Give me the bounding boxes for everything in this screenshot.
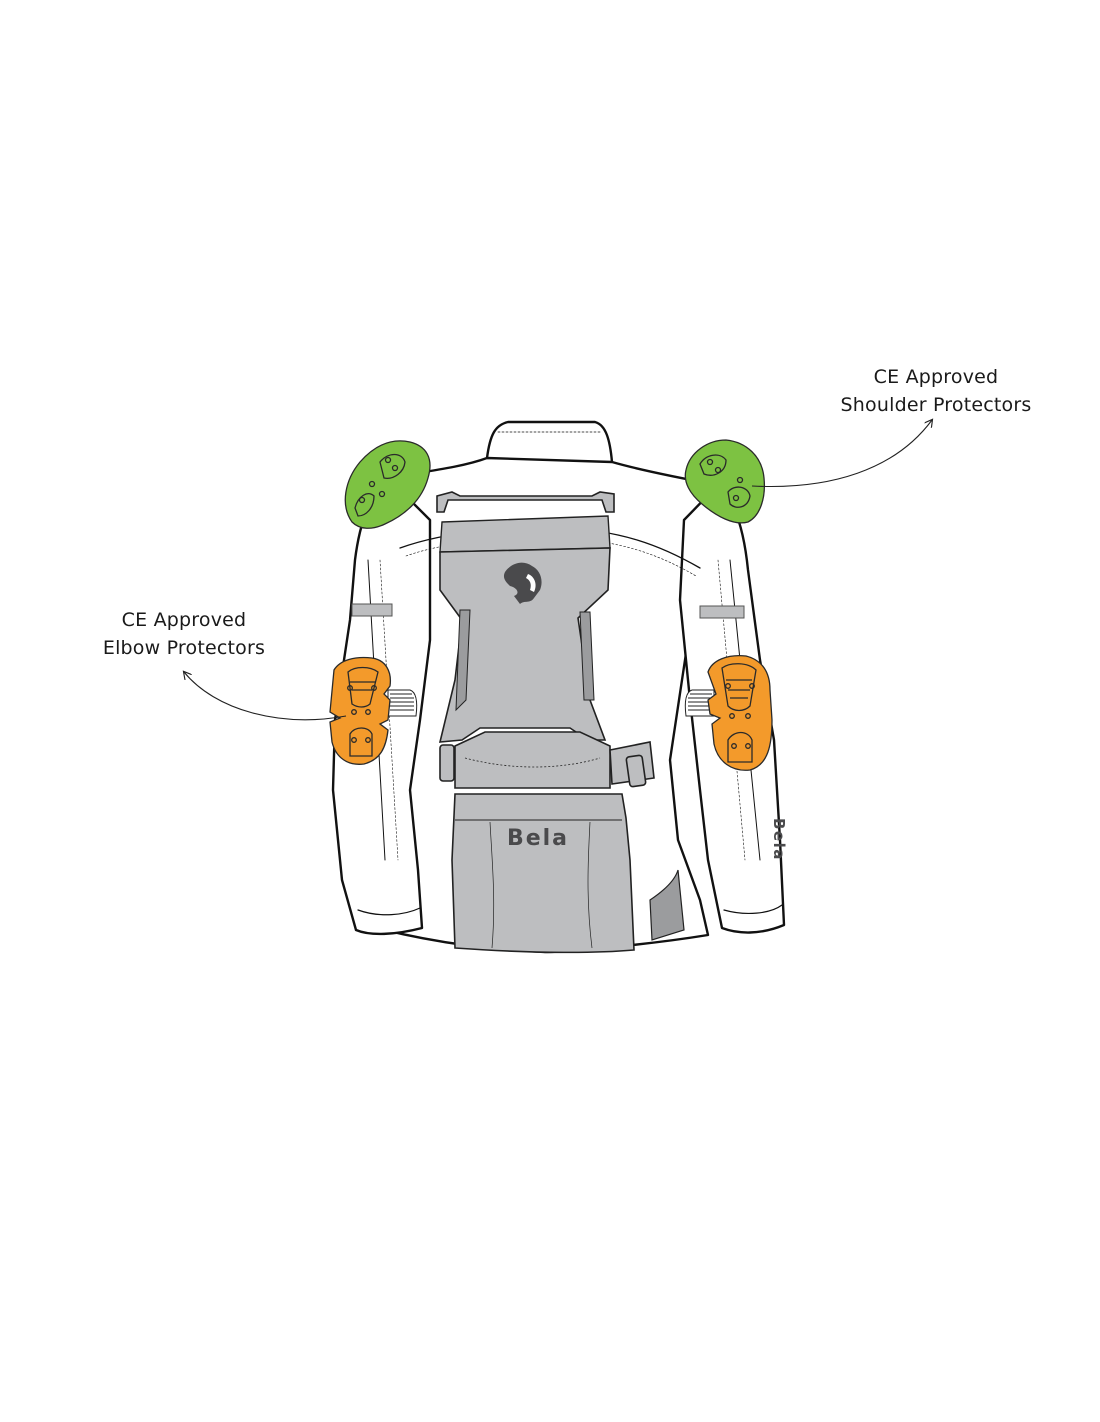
- lower-panel: [451, 793, 685, 954]
- elbow-callout-arrow: [184, 672, 347, 721]
- elbow-label-line2: Elbow Protectors: [102, 637, 266, 659]
- elbow-vents: [387, 689, 715, 717]
- shoulder-callout-arrow: [751, 420, 932, 488]
- elbow-protectors-label: CE Approved Elbow Protectors: [84, 606, 284, 662]
- reflective-bands: [351, 603, 745, 619]
- brand-logo: Bela: [507, 826, 569, 851]
- shoulder-label-line1: CE Approved: [873, 366, 999, 388]
- upper-vent: [436, 491, 615, 553]
- elbow-protector-right: [707, 654, 773, 771]
- shoulder-protector-right: [684, 439, 766, 524]
- shoulder-label-line2: Shoulder Protectors: [840, 394, 1032, 416]
- shoulder-protector-left: [344, 440, 431, 529]
- bear-logo-icon: [503, 562, 542, 604]
- back-panel: [438, 547, 611, 743]
- shoulder-protectors-label: CE Approved Shoulder Protectors: [826, 363, 1046, 419]
- elbow-label-line1: CE Approved: [121, 609, 247, 631]
- waist-belt: [439, 731, 655, 789]
- elbow-protector-left: [329, 656, 392, 765]
- sleeve-logo: Bela: [770, 818, 788, 861]
